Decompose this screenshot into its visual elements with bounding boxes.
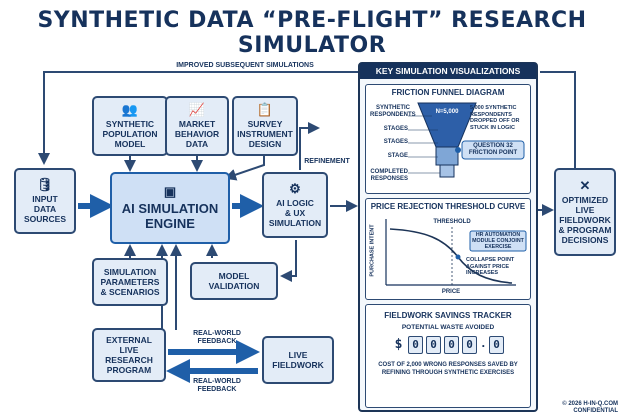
- funnel-stage-label: STAGE: [387, 153, 408, 159]
- page-title: SYNTHETIC DATA “PRE-FLIGHT” RESEARCH SIM…: [37, 8, 587, 58]
- gears-icon: ⚙: [289, 181, 301, 196]
- feedback-label-top: REAL-WORLD FEEDBACK: [193, 330, 241, 345]
- counter-digit: 0: [462, 336, 477, 354]
- funnel-graphic: [408, 102, 525, 178]
- savings-card: FIELDWORK SAVINGS TRACKER POTENTIAL WAST…: [365, 304, 531, 408]
- model-validation-node: MODEL VALIDATION: [190, 262, 278, 300]
- funnel-stem-upper: [435, 146, 459, 166]
- funnel-stage-label: STAGES: [383, 139, 408, 145]
- currency-symbol: $: [394, 337, 403, 352]
- node-label: AI SIMULATION ENGINE: [121, 201, 219, 231]
- funnel-dropped-note: 5,000 SYNTHETIC RESPONDENTS DROPPED OFF …: [470, 105, 520, 131]
- friction-point-marker: [455, 147, 461, 153]
- market-behavior-node: 📈 MARKET BEHAVIOR DATA: [165, 96, 229, 156]
- node-label: SURVEY INSTRUMENT DESIGN: [237, 119, 293, 149]
- savings-counter: $ 0 0 0 0 . 0: [366, 336, 530, 354]
- counter-digit: 0: [444, 336, 459, 354]
- funnel-top-label: SYNTHETIC RESPONDENTS: [370, 105, 416, 118]
- node-label: SIMULATION PARAMETERS & SCENARIOS: [100, 267, 160, 297]
- threshold-label: THRESHOLD: [433, 219, 471, 225]
- node-label: SYNTHETIC POPULATION MODEL: [102, 119, 158, 149]
- chip-icon: ▣: [163, 184, 177, 199]
- top-loop-arrow: [540, 71, 576, 168]
- price-title: PRICE REJECTION THRESHOLD CURVE: [370, 202, 526, 211]
- ai-logic-ux-node: ⚙ AI LOGIC & UX SIMULATION: [262, 172, 328, 238]
- price-curve-graphic: [385, 219, 527, 286]
- input-data-sources-node: 🛢 INPUT DATA SOURCES: [14, 168, 76, 234]
- funnel-n-label: N=5,000: [435, 109, 459, 115]
- copyright-text: © 2026 H-IN-Q.COM: [562, 401, 618, 407]
- callout-box: [461, 140, 525, 160]
- funnel-card: FRICTION FUNNEL DIAGRAM SYNTHETIC RESPON…: [365, 84, 531, 194]
- module-note: HR AUTOMATION MODULE CONJOINT EXERCISE: [472, 232, 524, 251]
- funnel-stem-lower: [439, 164, 455, 178]
- simulation-parameters-node: SIMULATION PARAMETERS & SCENARIOS: [92, 258, 168, 306]
- live-fieldwork-node: LIVE FIELDWORK: [262, 336, 334, 384]
- optimized-decisions-node: ✕ OPTIMIZED LIVE FIELDWORK & PROGRAM DEC…: [554, 168, 616, 256]
- funnel-title: FRICTION FUNNEL DIAGRAM: [391, 88, 505, 97]
- savings-note: COST OF 2,000 WRONG RESPONSES SAVED BY R…: [378, 362, 518, 376]
- node-label: EXTERNAL LIVE RESEARCH PROGRAM: [105, 335, 153, 375]
- counter-digit: 0: [489, 336, 504, 354]
- price-y-label: PURCHASE INTENT: [369, 224, 376, 277]
- chart-up-icon: 📈: [188, 102, 206, 117]
- counter-digit: 0: [408, 336, 423, 354]
- collapse-note: COLLAPSE POINT AGAINST PRICE INCREASES: [466, 257, 515, 276]
- people-icon: 👥: [121, 102, 139, 117]
- clipboard-icon: 📋: [256, 102, 274, 117]
- top-loop-label: IMPROVED SUBSEQUENT SIMULATIONS: [176, 62, 314, 69]
- funnel-stage-label: STAGES: [383, 126, 408, 132]
- database-icon: 🛢: [36, 177, 54, 192]
- module-note-box: [469, 230, 527, 252]
- funnel-bottom-label: COMPLETED RESPONSES: [370, 169, 408, 182]
- node-label: OPTIMIZED LIVE FIELDWORK & PROGRAM DECIS…: [558, 195, 612, 245]
- price-x-label: PRICE: [441, 289, 461, 295]
- external-research-node: EXTERNAL LIVE RESEARCH PROGRAM: [92, 328, 166, 382]
- node-label: INPUT DATA SOURCES: [23, 194, 67, 224]
- confidential-text: CONFIDENTIAL: [573, 408, 618, 414]
- tools-icon: ✕: [579, 178, 591, 193]
- price-curve-card: PRICE REJECTION THRESHOLD CURVE PURCHASE…: [365, 198, 531, 300]
- footer: © 2026 H-IN-Q.COM CONFIDENTIAL: [562, 401, 618, 415]
- savings-subtitle: POTENTIAL WASTE AVOIDED: [401, 324, 495, 331]
- survey-instrument-node: 📋 SURVEY INSTRUMENT DESIGN: [232, 96, 298, 156]
- feedback-label-bottom: REAL-WORLD FEEDBACK: [193, 378, 241, 393]
- node-label: MARKET BEHAVIOR DATA: [174, 119, 220, 149]
- node-label: AI LOGIC & UX SIMULATION: [268, 198, 322, 228]
- counter-digits: 0 0 0 0 . 0: [408, 336, 504, 354]
- node-label: MODEL VALIDATION: [208, 271, 260, 291]
- synthetic-population-node: 👥 SYNTHETIC POPULATION MODEL: [92, 96, 168, 156]
- panel-header: KEY SIMULATION VISUALIZATIONS: [360, 63, 536, 79]
- savings-title: FIELDWORK SAVINGS TRACKER: [384, 311, 512, 320]
- counter-decimal: .: [480, 337, 487, 350]
- ai-simulation-engine-node: ▣ AI SIMULATION ENGINE: [110, 172, 230, 244]
- refinement-label: REFINEMENT: [304, 158, 350, 165]
- friction-callout: QUESTION 32 FRICTION POINT: [468, 143, 518, 156]
- node-label: LIVE FIELDWORK: [272, 350, 324, 370]
- counter-digit: 0: [426, 336, 441, 354]
- collapse-point-marker: [455, 254, 461, 260]
